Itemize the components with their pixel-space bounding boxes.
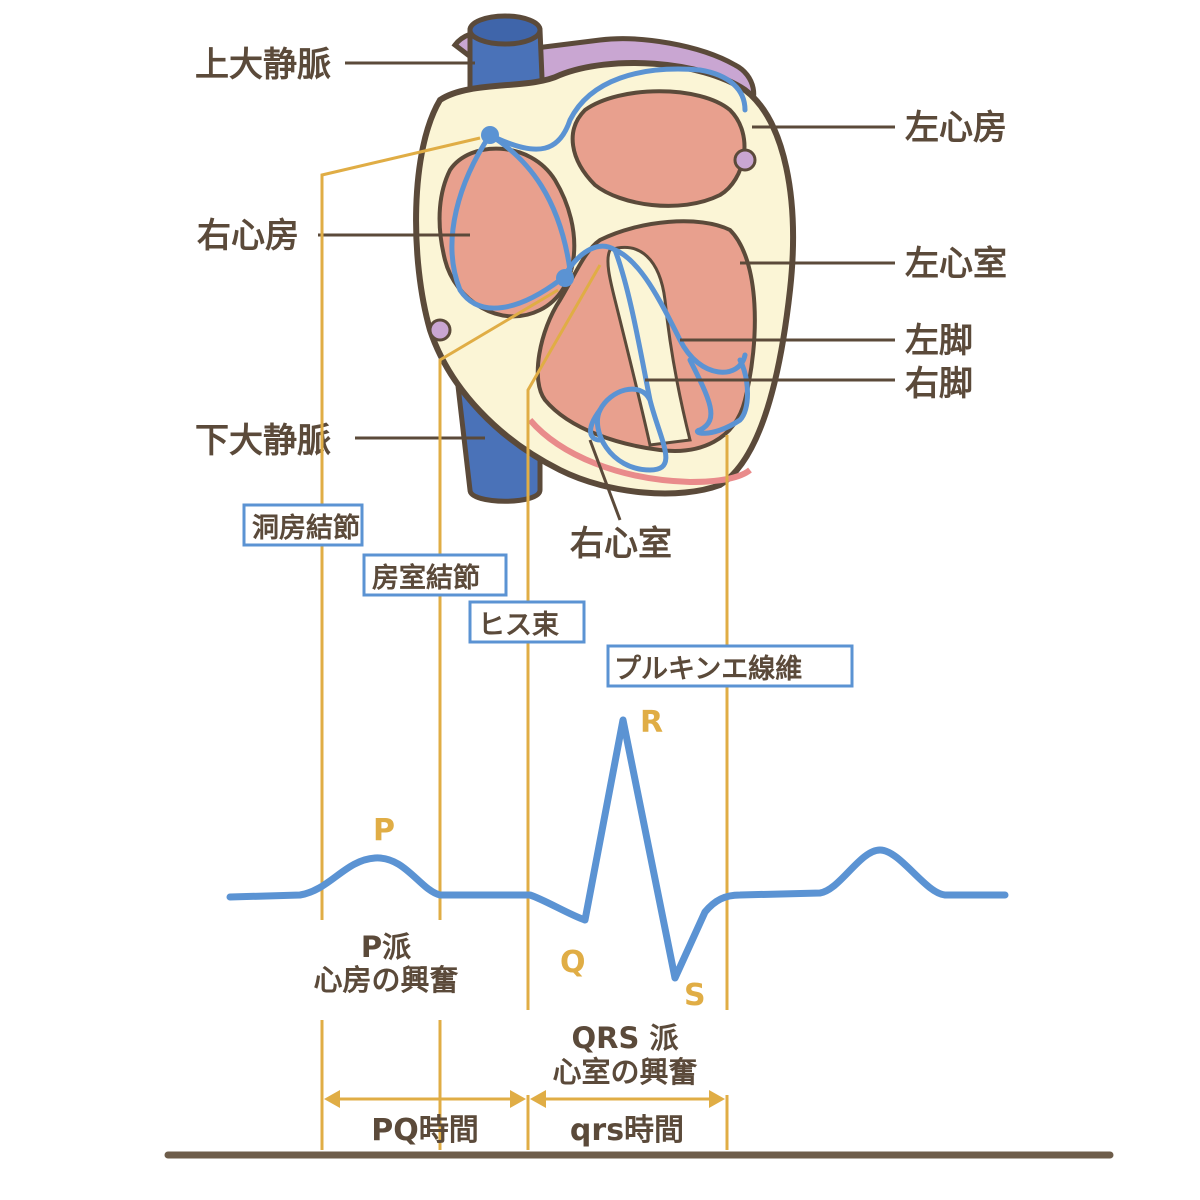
conduction-system	[449, 66, 750, 473]
label-left-atrium: 左心房	[905, 108, 1007, 148]
guide-sa-node	[320, 136, 481, 1150]
p-label-knockout	[300, 920, 480, 1020]
box-purkinje	[606, 644, 854, 688]
leader-right-ventricle	[588, 439, 622, 521]
pq-arrowhead-right	[510, 1090, 526, 1108]
label-qrs-desc: 心室の興奮	[552, 1055, 697, 1089]
label-left-bundle: 左脚	[905, 321, 973, 361]
coronary-vessel-left	[733, 148, 757, 172]
qrs-label-knockout	[510, 1010, 740, 1095]
label-r: R	[640, 705, 663, 740]
label-s: S	[684, 978, 706, 1013]
label-svc: 上大静脈	[195, 45, 331, 85]
internodal-path-2	[487, 132, 573, 273]
purkinje-branch-right	[588, 407, 603, 443]
guide-av-node	[438, 288, 559, 1150]
sa-node-dot	[481, 126, 499, 144]
label-q: Q	[560, 945, 586, 980]
right-bundle-path	[594, 247, 669, 473]
label-qrs-time: qrs時間	[570, 1113, 684, 1148]
pq-arrowhead-left	[324, 1090, 340, 1108]
label-av-node: 房室結節	[372, 562, 480, 594]
anatomy-labels: 上大静脈 左心房 右心房 左心室 左脚 右脚 下大静脈 右心室	[195, 45, 1007, 564]
box-his-bundle	[468, 600, 586, 644]
left-bundle-branch-2	[687, 357, 750, 436]
interval-arrows	[324, 1090, 725, 1108]
label-right-atrium: 右心房	[197, 216, 299, 256]
heart-pink-rim	[527, 418, 752, 486]
box-av-node	[362, 553, 508, 597]
av-node-dot	[556, 269, 574, 287]
qrs-arrowhead-right	[709, 1090, 725, 1108]
label-p-peak: P	[373, 813, 395, 848]
conduction-label-boxes: 洞房結節 房室結節 ヒス束 プルキンエ線維	[242, 503, 854, 688]
label-purkinje: プルキンエ線維	[614, 653, 802, 685]
label-sa-node: 洞房結節	[252, 512, 360, 544]
label-ivc: 下大静脈	[195, 421, 331, 461]
coronary-vessel-right	[428, 318, 452, 342]
heart-illustration	[413, 13, 796, 504]
label-qrs-name: QRS 派	[572, 1021, 679, 1055]
label-pq-time: PQ時間	[371, 1113, 479, 1148]
label-p-wave-desc: 心房の興奮	[313, 963, 458, 997]
ecg-waveform	[226, 716, 1009, 982]
label-left-ventricle: 左心室	[905, 244, 1007, 284]
right-atrium-chamber	[437, 146, 577, 319]
label-p-wave-name: P派	[361, 930, 411, 964]
his-bundle-path	[562, 243, 618, 278]
label-his-bundle: ヒス束	[478, 610, 559, 641]
bachmann-bundle	[487, 66, 748, 152]
left-atrium-chamber	[570, 89, 747, 208]
internodal-path-1	[449, 132, 563, 311]
svc-opening	[467, 13, 543, 47]
label-right-bundle: 右脚	[905, 364, 973, 404]
anatomy-leaders	[318, 61, 895, 521]
label-right-ventricle: 右心室	[570, 524, 672, 564]
box-sa-node	[242, 503, 364, 547]
qrs-arrowhead-left	[530, 1090, 546, 1108]
